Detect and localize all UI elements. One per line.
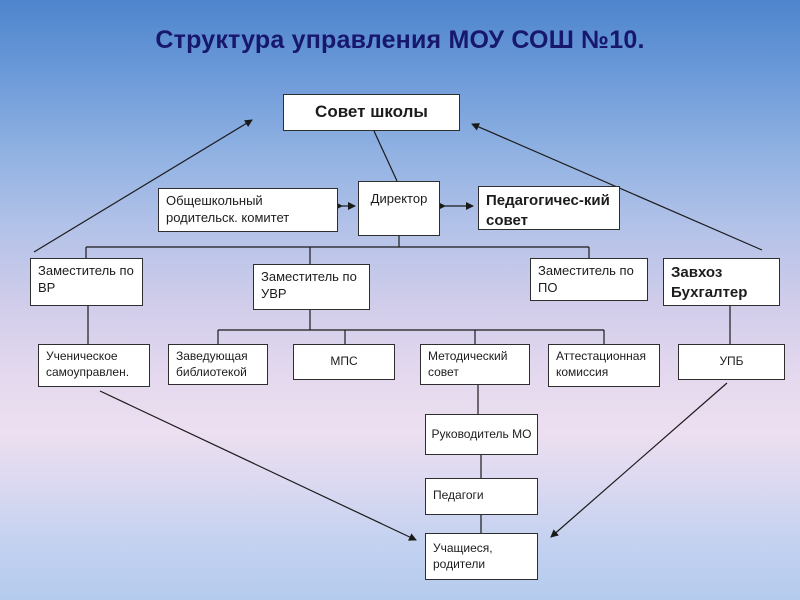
node-librarian: Заведующая библиотекой: [168, 344, 268, 385]
page-title: Структура управления МОУ СОШ №10.: [155, 26, 645, 54]
node-deputy-vr: Заместитель по ВР: [30, 258, 143, 306]
node-parent-committee: Общешкольный родительск. комитет: [158, 188, 338, 232]
node-teachers: Педагоги: [425, 478, 538, 515]
node-students-parents: Учащиеся, родители: [425, 533, 538, 580]
node-upb: УПБ: [678, 344, 785, 380]
edge-deputy-vr-to-school-council: [33, 119, 253, 253]
node-attestation-commission: Аттестационная комиссия: [548, 344, 660, 387]
node-mps: МПС: [293, 344, 395, 380]
edge-school-council-to-director: [373, 130, 398, 182]
node-methodical-council: Методический совет: [420, 344, 530, 385]
node-student-self-gov: Ученическое самоуправлен.: [38, 344, 150, 387]
node-deputy-uvr: Заместитель по УВР: [253, 264, 370, 310]
node-deputy-po: Заместитель по ПО: [530, 258, 648, 301]
edge-self-gov-to-students: [99, 390, 417, 541]
edge-upb-to-students: [550, 382, 728, 538]
node-school-council: Совет школы: [283, 94, 460, 131]
node-director: Директор: [358, 181, 440, 236]
node-mo-leader: Руководитель МО: [425, 414, 538, 455]
node-zavkhoz: Завхоз Бухгалтер: [663, 258, 780, 306]
node-pedagogical-council: Педагогичес-кий совет: [478, 186, 620, 230]
